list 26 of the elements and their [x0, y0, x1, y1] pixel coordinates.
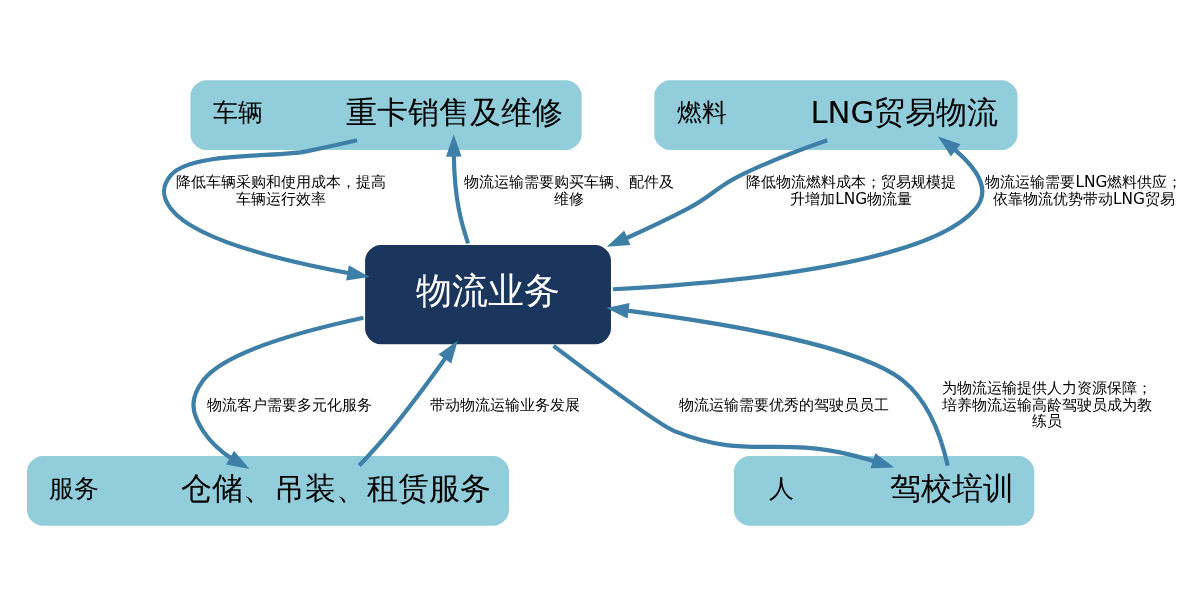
- edge-label: 为物流运输提供人力资源保障；培养物流运输高龄驾驶员成为教练员: [941, 378, 1152, 431]
- edge-label: 物流运输需要LNG燃料供应；依靠物流优势带动LNG贸易: [985, 173, 1183, 209]
- label: 人: [768, 474, 794, 504]
- label: 服务: [49, 474, 100, 504]
- arrow: [612, 136, 985, 292]
- node-text: LNG贸易物流: [810, 93, 999, 130]
- edge-label: 带动物流运输业务发展: [430, 395, 581, 414]
- edge-label: 降低车辆采购和使用成本，提高车辆运行效率: [176, 173, 387, 209]
- node-text: 驾校培训: [889, 469, 1014, 506]
- cluster: [651, 77, 1021, 153]
- edge-label: 物流客户需要多元化服务: [207, 395, 373, 414]
- arrow: [191, 315, 364, 469]
- edge-label: 物流运输需要购买车辆、配件及维修: [464, 173, 675, 209]
- label: 车辆: [212, 98, 263, 128]
- arrow: [161, 138, 370, 281]
- cluster: [187, 77, 585, 153]
- cluster: [24, 453, 512, 529]
- label: 燃料: [676, 98, 727, 128]
- node-box: 物流业务: [362, 242, 614, 347]
- edge-label: 物流运输需要优秀的驾驶员员工: [679, 395, 890, 414]
- arrow: [552, 344, 895, 469]
- edge-label: 降低物流燃料成本；贸易规模提升增加LNG物流量: [746, 173, 957, 209]
- node-text: 仓储、吊装、租赁服务: [180, 469, 491, 506]
- arrow: [445, 134, 471, 245]
- arrow: [606, 138, 828, 247]
- node-text: 重卡销售及维修: [346, 93, 563, 130]
